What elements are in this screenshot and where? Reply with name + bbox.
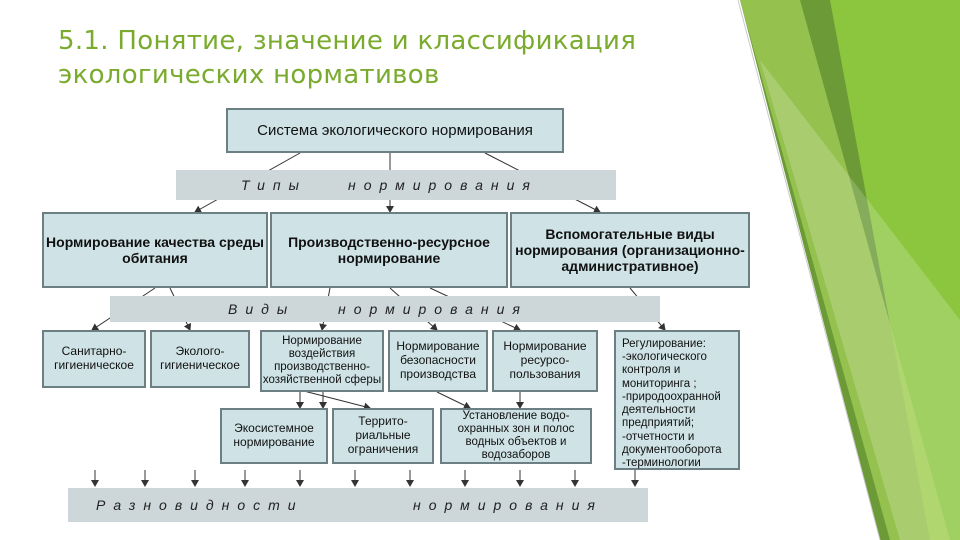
kind-box-1: Санитарно-гигиеническое	[42, 330, 146, 388]
title-text: Понятие, значение и классификация эколог…	[58, 26, 637, 90]
band-types: Типы нормирования	[176, 170, 616, 200]
deco-mid-green-shape	[740, 0, 950, 540]
band-types-left: Типы	[241, 177, 307, 193]
type-box-2: Производственно-ресурсное нормирование	[270, 212, 508, 288]
arrow-kind4-to-sub3	[436, 391, 471, 409]
band-varieties-left: Разновидности	[96, 497, 304, 513]
arrow-kind3-to-sub2	[299, 389, 371, 411]
subkind-box-3: Установление водо-охранных зон и полос в…	[440, 408, 592, 464]
deco-light-green-shape	[830, 0, 960, 540]
type-box-3: Вспомогательные виды нормирования (орган…	[510, 212, 750, 288]
deco-line	[737, 0, 881, 540]
kind-box-6-regulation: Регулирование: -экологического контроля …	[614, 330, 740, 470]
slide-title: 5.1. Понятие, значение и классификация э…	[58, 24, 738, 92]
band-kinds-left: Виды	[228, 301, 296, 317]
title-number: 5.1.	[58, 26, 109, 56]
kind-box-5: Нормирование ресурсо-пользования	[492, 330, 598, 392]
type-box-1: Нормирование качества среды обитания	[42, 212, 268, 288]
band-varieties: Разновидности нормирования	[68, 488, 648, 522]
band-kinds: Виды нормирования	[110, 296, 660, 322]
subkind-box-1: Экосистемное нормирование	[220, 408, 328, 464]
deco-highlight-shape	[760, 60, 960, 540]
kind-box-4: Нормирование безопасности производства	[388, 330, 488, 392]
kind-box-2: Эколого-гигиеническое	[150, 330, 250, 388]
band-kinds-right: нормирования	[338, 301, 528, 317]
band-types-right: нормирования	[348, 177, 538, 193]
root-box: Система экологического нормирования	[226, 108, 564, 153]
kind-box-3: Нормирование воздействия производственно…	[260, 330, 384, 392]
band-varieties-right: нормирования	[413, 497, 603, 513]
subkind-box-2: Террито-риальные ограничения	[332, 408, 434, 464]
